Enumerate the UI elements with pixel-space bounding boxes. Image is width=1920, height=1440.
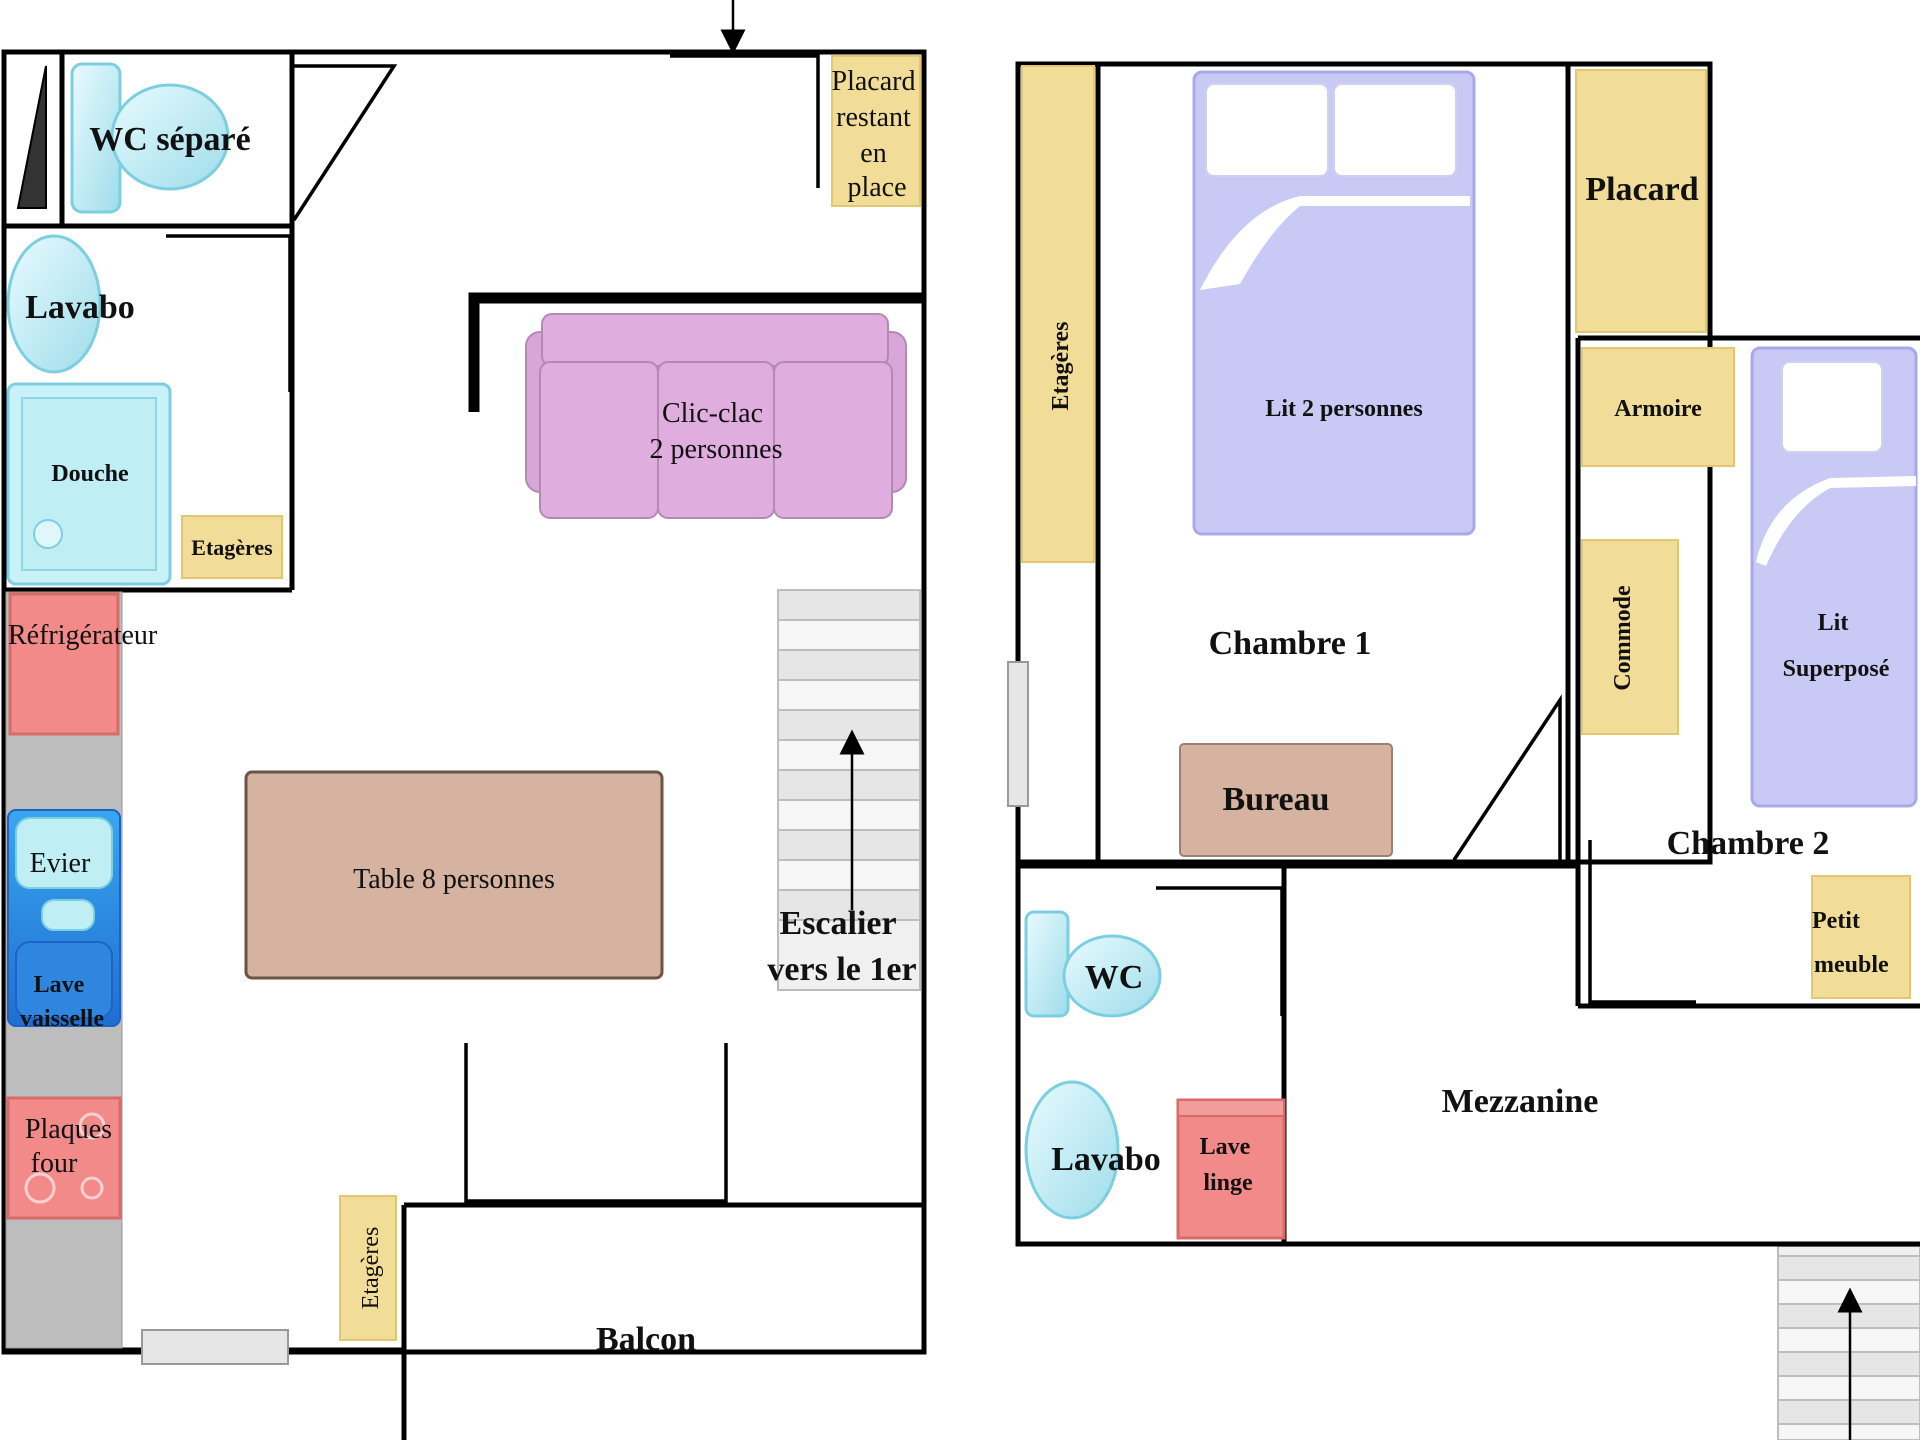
douche: Douche: [6, 382, 172, 586]
svg-text:Clic-clac 2 personnes: Clic-clac 2 personnes: [650, 398, 783, 465]
etageres-salon: Etagères: [339, 1195, 397, 1341]
petit-meuble: Petit meuble: [1811, 875, 1911, 999]
placard-ch1-label: Placard: [1585, 171, 1698, 208]
petit-meuble-line-2: meuble: [1814, 952, 1889, 978]
lit-2-personnes-label: Lit 2 personnes: [1265, 396, 1422, 422]
etageres-ch1-label: Etagères: [1048, 322, 1074, 411]
staircase-upper: [1777, 1245, 1920, 1440]
placard-restant-line-4: place: [847, 172, 906, 203]
svg-text:Lave vaisselle: Lave vaisselle: [20, 972, 104, 1032]
svg-text:Placard restant: Placard restant en place: [832, 66, 923, 203]
lave-vaisselle-line-1: Lave: [34, 972, 85, 998]
plaques-four-line-1: Plaques: [25, 1114, 112, 1145]
ground-floor: WC séparé Placard restant en place Lavab…: [1, 0, 927, 1440]
lavabo-upper-label: Lavabo: [1051, 1141, 1161, 1178]
bureau: Bureau: [1179, 743, 1393, 857]
refrigerateur: Réfrigérateur: [8, 592, 158, 736]
lit-2-personnes: Lit 2 personnes: [1192, 70, 1476, 536]
lavabo-ground-label: Lavabo: [25, 289, 135, 326]
plaques-four-line-2: four: [31, 1148, 78, 1179]
svg-text:Lit Superposé: Lit Superposé: [1783, 610, 1890, 682]
evier-label: Evier: [30, 848, 91, 879]
armoire: Armoire: [1581, 347, 1735, 467]
etageres-salon-label: Etagères: [358, 1227, 384, 1310]
window-chambre-1: [1007, 661, 1029, 807]
bureau-label: Bureau: [1222, 781, 1329, 818]
escalier-line-1: Escalier: [780, 905, 897, 942]
svg-text:Lave linge: Lave linge: [1200, 1134, 1257, 1196]
escalier-line-2: vers le 1er: [767, 951, 916, 988]
commode: Commode: [1581, 539, 1679, 735]
wc-separe-label: WC séparé: [89, 121, 250, 158]
lave-linge: Lave linge: [1176, 1098, 1286, 1240]
wc-upper: WC: [1024, 910, 1162, 1018]
table-8-personnes: Table 8 personnes: [244, 770, 664, 980]
placard-ch1: Placard: [1575, 69, 1707, 333]
lave-linge-line-1: Lave: [1200, 1134, 1251, 1160]
lave-linge-line-2: linge: [1203, 1170, 1253, 1196]
table-label: Table 8 personnes: [353, 864, 555, 895]
placard-restant-line-1: Placard: [832, 66, 916, 97]
placard-restant-line-3: en: [860, 138, 886, 169]
clic-clac-sofa: Clic-clac 2 personnes: [525, 313, 907, 519]
first-floor: Etagères Lit 2 personnes Placard Chambre…: [1007, 61, 1920, 1440]
petit-meuble-line-1: Petit: [1812, 908, 1860, 934]
wc-separe: WC séparé: [70, 62, 251, 214]
upper-doors: [1156, 694, 1696, 1016]
lavabo-ground: Lavabo: [6, 234, 135, 374]
placard-restant-line-2: restant: [836, 102, 911, 133]
placard-restant: Placard restant en place: [831, 55, 923, 207]
balcon-label: Balcon: [596, 1321, 696, 1358]
evier: Evier Lave vaisselle: [7, 809, 121, 1032]
ground-walls: [1, 49, 927, 1440]
lit-superpose: Lit Superposé: [1750, 346, 1918, 808]
lave-vaisselle-line-2: vaisselle: [20, 1006, 104, 1032]
wc-upper-label: WC: [1085, 959, 1144, 996]
clic-clac-line-2: 2 personnes: [650, 434, 783, 465]
vent-icon: [16, 65, 47, 209]
lit-superpose-line-1: Lit: [1818, 610, 1849, 636]
svg-text:Petit meuble: Petit meuble: [1812, 908, 1889, 978]
etageres-ch1: Etagères: [1021, 65, 1095, 563]
etageres-sdb-label: Etagères: [191, 535, 273, 560]
commode-label: Commode: [1610, 585, 1636, 691]
chambre-1-label: Chambre 1: [1209, 625, 1372, 662]
douche-label: Douche: [51, 461, 129, 487]
lavabo-upper: Lavabo: [1024, 1080, 1161, 1220]
window-ground: [141, 1329, 289, 1365]
svg-text:Escalier vers le 1er: Escalier vers le 1er: [767, 905, 916, 988]
refrigerateur-label: Réfrigérateur: [8, 620, 158, 651]
plaques-four: Plaques four: [6, 1096, 122, 1220]
ground-doors: [166, 54, 820, 1203]
mezzanine-label: Mezzanine: [1442, 1083, 1599, 1120]
etageres-sdb: Etagères: [181, 515, 283, 579]
lit-superpose-line-2: Superposé: [1783, 656, 1890, 682]
clic-clac-line-1: Clic-clac: [662, 398, 763, 429]
armoire-label: Armoire: [1614, 396, 1702, 422]
chambre-2-label: Chambre 2: [1667, 825, 1830, 862]
svg-text:Plaques four: Plaques four: [25, 1114, 119, 1179]
staircase-ground: [777, 589, 921, 991]
